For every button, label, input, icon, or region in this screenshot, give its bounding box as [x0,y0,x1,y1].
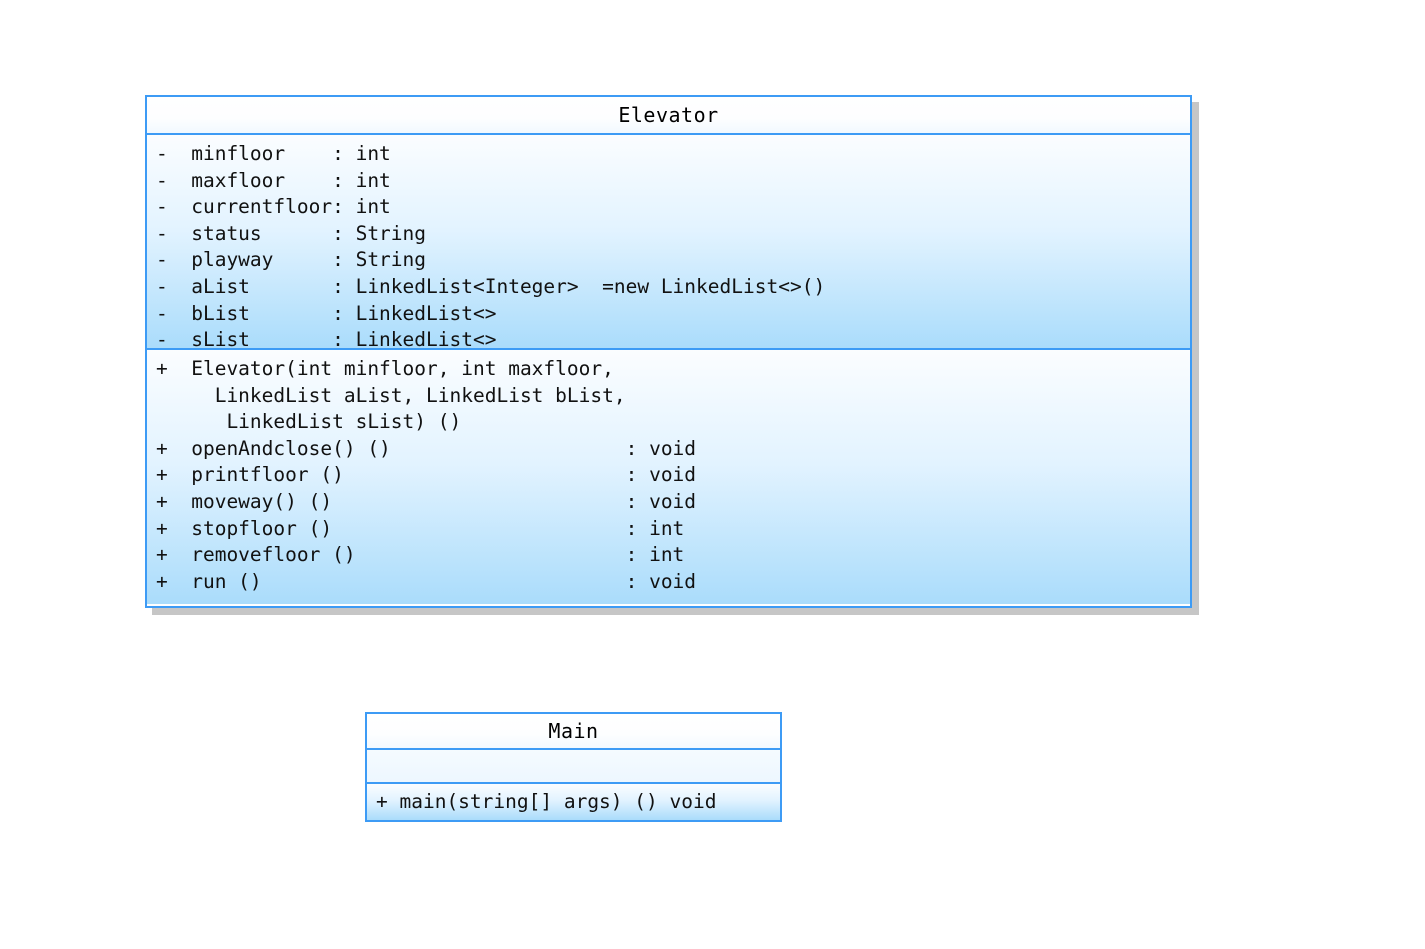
method-list: + Elevator(int minfloor, int maxfloor, L… [147,350,1190,602]
class-methods-compartment-main: + main(string[] args) () void [367,782,780,820]
method-row: + Elevator(int minfloor, int maxfloor, [156,357,614,380]
class-methods-compartment-elevator: + Elevator(int minfloor, int maxfloor, L… [147,348,1190,604]
class-name-label: Main [548,719,599,743]
class-attributes-compartment-main [367,748,780,782]
attribute-row: - aList : LinkedList<Integer> =new Linke… [156,274,826,298]
method-row: + stopfloor () : int [156,516,685,540]
method-row: + openAndclose() () : void [156,436,697,460]
method-row: + removefloor () : int [156,543,685,567]
method-list: + main(string[] args) () void [367,784,780,816]
method-row-continuation: LinkedList sList) () [156,410,462,434]
class-title-compartment-elevator: Elevator [147,97,1190,133]
uml-class-main[interactable]: Main + main(string[] args) () void [365,712,782,822]
attribute-list: - minfloor : int - maxfloor : int - curr… [147,135,1190,348]
class-name-label: Elevator [618,103,719,127]
class-title-compartment-main: Main [367,714,780,748]
attribute-row: - sList : LinkedList<> [156,328,497,348]
attribute-row: - bList : LinkedList<> [156,301,497,325]
attribute-row: - maxfloor : int [156,168,391,192]
class-attributes-compartment-elevator: - minfloor : int - maxfloor : int - curr… [147,133,1190,348]
attribute-row: - currentfloor: int [156,195,391,219]
attribute-row: - status : String [156,221,427,245]
attribute-row: - playway : String [156,248,427,272]
uml-class-elevator[interactable]: Elevator - minfloor : int - maxfloor : i… [145,95,1192,608]
method-row: + main(string[] args) () void [376,790,717,813]
method-row-continuation: LinkedList aList, LinkedList bList, [156,383,626,407]
method-row: + moveway() () : void [156,489,697,513]
method-row: + run () : void [156,569,697,593]
method-row: + printfloor () : void [156,463,697,487]
attribute-row: - minfloor : int [156,142,391,165]
